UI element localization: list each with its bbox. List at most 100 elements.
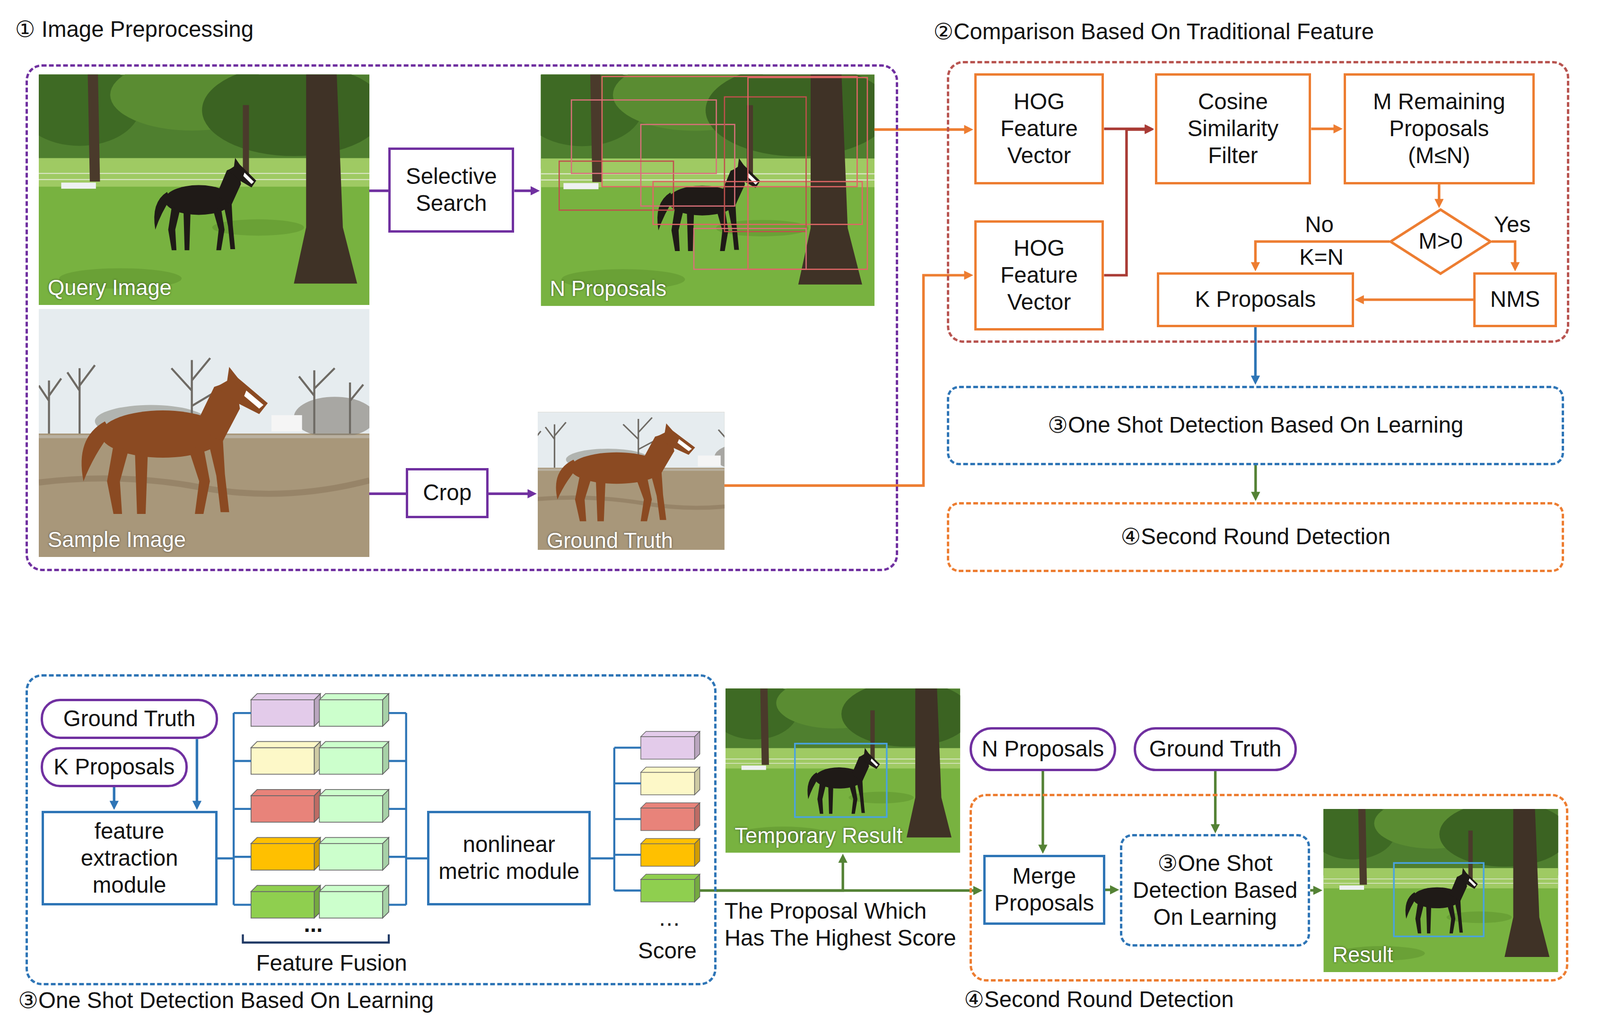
- stage-region: ②Comparison Based On Traditional Feature…: [946, 61, 1570, 343]
- node-text: Crop: [422, 479, 472, 507]
- illustration-part: [640, 803, 700, 831]
- connector-arrow: [369, 492, 407, 496]
- illustration-part: [747, 77, 867, 270]
- process-box: HOG Feature Vector: [974, 220, 1105, 331]
- connector-arrow: [724, 275, 966, 486]
- illustration-part: [1309, 798, 1570, 973]
- photo-caption: Temporary Result: [734, 823, 903, 849]
- photo-panel: Result: [1323, 809, 1558, 973]
- illustration-part: [724, 96, 807, 232]
- illustration-part: [520, 59, 892, 307]
- proposal-boxes: [559, 76, 868, 270]
- node-text: Cosine Similarity Filter: [1162, 88, 1303, 170]
- connector-arrow: [369, 189, 389, 193]
- connector-arrow: [1103, 129, 1147, 276]
- illustration-part: [319, 693, 389, 727]
- module-box: ③One Shot Detection Based On Learning: [1119, 834, 1311, 947]
- process-box: feature extraction module: [41, 811, 218, 907]
- process-box: K Proposals: [1156, 272, 1354, 328]
- score-cubes: [640, 731, 700, 903]
- connector-arrow: [488, 492, 530, 496]
- photo-caption: Ground Truth: [546, 528, 674, 554]
- connector-arrow: [195, 739, 199, 803]
- input-pill: Ground Truth: [40, 699, 219, 740]
- edge-label: Yes: [1491, 210, 1533, 238]
- sample-photo: [38, 309, 376, 558]
- node-text: nonlinear metric module: [435, 831, 583, 886]
- photo-panel: N Proposals: [540, 74, 875, 307]
- node-text: Ground Truth: [1149, 735, 1282, 763]
- connector-arrow: [874, 128, 967, 131]
- photo-panel: Temporary Result: [725, 688, 961, 853]
- edge-label: No: [1302, 210, 1336, 238]
- illustration-part: [319, 885, 389, 919]
- decision-diamond: M>0: [1389, 209, 1492, 275]
- ellipsis-mark: ...: [304, 910, 324, 938]
- illustration-part: [559, 161, 674, 211]
- illustration-part: [217, 713, 252, 906]
- illustration-part: [251, 837, 321, 871]
- ellipsis-mark: …: [658, 904, 681, 932]
- flow-note: The Proposal Which Has The Highest Score: [724, 898, 962, 953]
- connector-arrow: [1310, 889, 1315, 892]
- input-pill: K Proposals: [40, 747, 188, 788]
- illustration-part: [693, 228, 806, 270]
- node-text: NMS: [1490, 286, 1540, 314]
- illustration-part: [251, 693, 321, 727]
- region-heading: ②Comparison Based On Traditional Feature: [933, 19, 1552, 44]
- node-text: ③One Shot Detection Based On Learning: [1047, 411, 1464, 439]
- process-box: NMS: [1473, 272, 1557, 328]
- connector-arrow: [1437, 184, 1441, 202]
- stage-region: ① Image PreprocessingQuery ImageSelectiv…: [25, 64, 899, 572]
- process-box: Cosine Similarity Filter: [1154, 73, 1312, 185]
- illustration-part: [640, 124, 735, 207]
- node-text: feature extraction module: [50, 818, 210, 900]
- process-box: Selective Search: [388, 147, 515, 233]
- illustration-part: [590, 747, 641, 891]
- query-photo: [18, 59, 386, 306]
- illustration-part: [319, 741, 389, 775]
- connector-arrow: [1254, 465, 1257, 494]
- connector-arrow: [1041, 771, 1044, 847]
- connector-arrow: [1311, 127, 1336, 131]
- node-text: ③One Shot Detection Based On Learning: [1128, 850, 1302, 932]
- fusion-cubes: [251, 693, 389, 919]
- connector-arrow: [1362, 298, 1474, 301]
- illustration-part: [319, 789, 389, 823]
- photo-panel: Query Image: [38, 74, 370, 306]
- photo-caption: Sample Image: [47, 527, 186, 553]
- connector-arrow: [1491, 241, 1516, 264]
- bracket-wires: [217, 713, 641, 943]
- result-photo: [1309, 798, 1570, 973]
- connector-arrow: [1214, 771, 1217, 827]
- photo-caption: N Proposals: [550, 276, 667, 302]
- illustration-part: [38, 309, 376, 558]
- proposals-photo: [520, 59, 892, 307]
- detection-box: [1393, 863, 1484, 937]
- process-box: Merge Proposals: [983, 855, 1106, 926]
- photo-caption: Result: [1332, 942, 1393, 969]
- node-text: K Proposals: [53, 753, 175, 781]
- input-pill: N Proposals: [969, 727, 1117, 772]
- illustration-part: [251, 789, 321, 823]
- node-text: ④Second Round Detection: [1120, 523, 1391, 551]
- illustration-part: [710, 677, 972, 853]
- module-box: ④Second Round Detection: [946, 502, 1565, 573]
- connector-arrow: [716, 889, 976, 892]
- cropped-photo: [524, 384, 776, 551]
- node-text: K Proposals: [1194, 286, 1316, 314]
- region-heading: ③One Shot Detection Based On Learning: [17, 988, 705, 1014]
- branch-note: K=N: [1299, 243, 1344, 271]
- node-text: N Proposals: [981, 735, 1104, 763]
- stage-region: ④Second Round DetectionMerge Proposals③O…: [969, 794, 1569, 982]
- connector-arrow: [716, 861, 844, 892]
- photo-panel: Ground Truth: [537, 411, 725, 559]
- illustration-part: [640, 731, 700, 760]
- process-box: Crop: [405, 468, 489, 519]
- group-caption: Feature Fusion: [256, 949, 408, 977]
- process-box: M Remaining Proposals (M≤N): [1343, 73, 1535, 185]
- illustration-part: [640, 874, 700, 903]
- connector-arrow: [1105, 888, 1112, 892]
- illustration-part: [653, 181, 863, 225]
- illustration-part: [524, 384, 776, 551]
